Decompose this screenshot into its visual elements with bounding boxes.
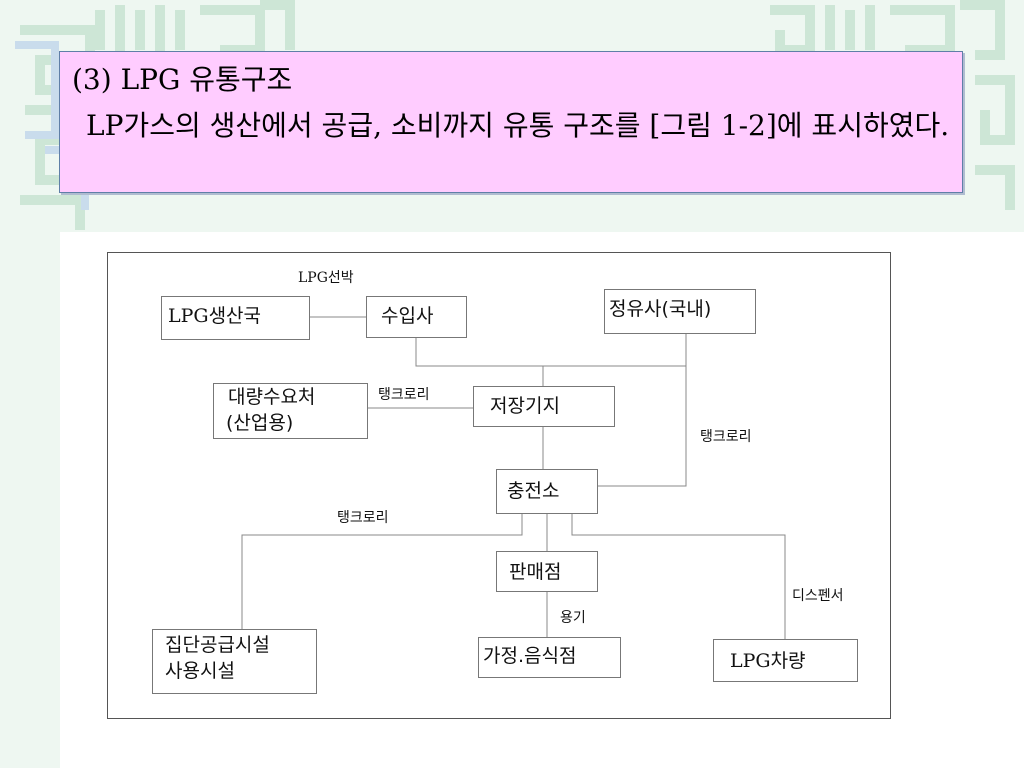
node-refinery-label: 정유사(국내) xyxy=(609,298,712,320)
decorative-pattern xyxy=(15,0,1015,230)
line-refinery-charging xyxy=(598,334,687,487)
edge-label-container: 용기 xyxy=(560,610,586,626)
slide-body-text: LP가스의 생산에서 공급, 소비까지 유통 구조를 [그림 1-2]에 표시하… xyxy=(86,109,950,142)
node-importer: 수입사 xyxy=(366,296,467,338)
node-retailer-label: 판매점 xyxy=(509,561,562,583)
node-lpg-vehicle-label: LPG차량 xyxy=(730,650,806,672)
node-group-supply-line2: 사용시설 xyxy=(165,660,235,682)
background-band-left xyxy=(0,0,60,768)
node-refinery: 정유사(국내) xyxy=(604,289,756,334)
node-bulk-consumer: 대량수요처 (산업용) xyxy=(213,383,368,439)
node-group-supply-line1: 집단공급시설 xyxy=(165,634,270,656)
node-storage-base-label: 저장기지 xyxy=(490,395,560,417)
node-bulk-consumer-line2: (산업용) xyxy=(226,412,294,434)
node-lpg-producer: LPG생산국 xyxy=(161,296,310,340)
edge-label-tanklorry-bulk: 탱크로리 xyxy=(378,387,430,403)
node-group-supply: 집단공급시설 사용시설 xyxy=(152,629,317,694)
slide-heading: (3) LPG 유통구조 xyxy=(72,63,293,96)
title-box: (3) LPG 유통구조 LP가스의 생산에서 공급, 소비까지 유통 구조를 … xyxy=(59,51,963,193)
edge-label-tanklorry-refinery: 탱크로리 xyxy=(700,429,752,445)
node-charging-station: 충전소 xyxy=(496,469,598,514)
node-household: 가정.음식점 xyxy=(478,637,621,678)
node-storage-base: 저장기지 xyxy=(473,386,615,427)
edge-label-tanklorry-group: 탱크로리 xyxy=(337,510,389,526)
edge-label-dispenser: 디스펜서 xyxy=(792,588,844,604)
node-lpg-producer-label: LPG생산국 xyxy=(168,305,262,327)
edge-label-lpg-ship: LPG선박 xyxy=(298,270,354,286)
node-lpg-vehicle: LPG차량 xyxy=(713,639,858,682)
node-household-label: 가정.음식점 xyxy=(483,645,577,667)
node-charging-station-label: 충전소 xyxy=(507,480,560,502)
node-retailer: 판매점 xyxy=(496,551,598,592)
line-importer-join xyxy=(415,338,686,367)
node-bulk-consumer-line1: 대량수요처 xyxy=(228,386,316,408)
line-charging-group xyxy=(241,514,523,629)
node-importer-label: 수입사 xyxy=(381,305,434,327)
line-charging-vehicle xyxy=(571,514,786,639)
